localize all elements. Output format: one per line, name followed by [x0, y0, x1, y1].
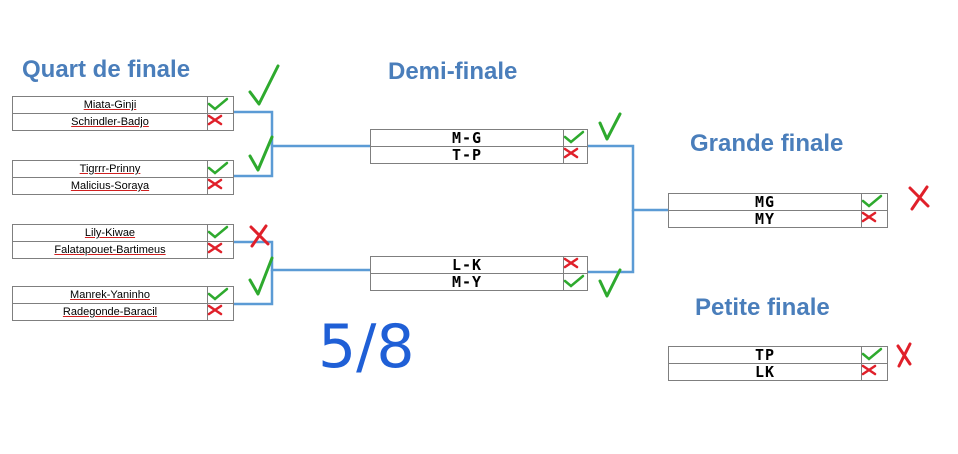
cross-icon — [563, 257, 589, 273]
grand-final-match: MG MY — [668, 193, 888, 228]
team-name: TP — [754, 346, 776, 364]
cross-icon — [861, 364, 887, 380]
team-row: Manrek-Yaninho — [12, 286, 234, 303]
team-row: L-K — [370, 256, 589, 274]
team-name: Falatapouet-Bartimeus — [54, 244, 166, 256]
check-icon — [861, 347, 887, 363]
team-name: LK — [754, 363, 776, 381]
team-row: TP — [668, 346, 888, 364]
handwritten-cross-icon — [896, 342, 912, 368]
team-row: LK — [668, 363, 888, 381]
team-name: MG — [754, 193, 776, 211]
check-icon — [563, 274, 589, 290]
team-name: Manrek-Yaninho — [70, 289, 150, 301]
cross-icon — [207, 114, 233, 130]
team-name: Miata-Ginji — [83, 99, 137, 111]
cross-icon — [563, 147, 589, 163]
handwritten-check-icon — [248, 256, 274, 296]
handwritten-check-icon — [248, 135, 274, 172]
team-row: Miata-Ginji — [12, 96, 234, 113]
handwritten-check-icon — [598, 112, 622, 141]
small-final-match: TP LK — [668, 346, 888, 381]
team-name: M-G — [451, 129, 483, 147]
team-row: MG — [668, 193, 888, 211]
semi-final-title: Demi-finale — [388, 58, 518, 85]
cross-icon — [861, 211, 887, 227]
cross-icon — [207, 178, 233, 194]
check-icon — [207, 287, 233, 303]
grand-final-title: Grande finale — [690, 130, 844, 157]
team-name: Malicius-Soraya — [70, 180, 150, 192]
quarter-final-match-1: Miata-Ginji Schindler-Badjo — [12, 96, 234, 131]
quarter-final-match-3: Lily-Kiwae Falatapouet-Bartimeus — [12, 224, 234, 259]
team-row: Schindler-Badjo — [12, 113, 234, 131]
quarter-final-match-2: Tigrrr-Prinny Malicius-Soraya — [12, 160, 234, 195]
handwritten-check-icon — [248, 64, 280, 106]
handwritten-cross-icon — [249, 224, 270, 248]
team-name: T-P — [451, 146, 483, 164]
check-icon — [207, 225, 233, 241]
cross-icon — [207, 304, 233, 320]
team-name: M-Y — [451, 273, 483, 291]
team-row: Tigrrr-Prinny — [12, 160, 234, 177]
quarter-final-match-4: Manrek-Yaninho Radegonde-Baracil — [12, 286, 234, 321]
handwritten-check-icon — [598, 268, 622, 298]
team-name: Schindler-Badjo — [71, 116, 149, 128]
check-icon — [207, 97, 233, 113]
check-icon — [207, 161, 233, 177]
handwritten-cross-icon — [908, 185, 930, 211]
team-name: MY — [754, 210, 776, 228]
small-final-title: Petite finale — [695, 294, 830, 321]
semi-final-match-2: L-K M-Y — [370, 256, 588, 291]
team-row: MY — [668, 210, 888, 228]
team-name: L-K — [451, 256, 483, 274]
check-icon — [861, 194, 887, 210]
check-icon — [563, 130, 589, 146]
score-text: 5/8 — [318, 312, 415, 382]
team-name: Radegonde-Baracil — [62, 306, 158, 318]
team-name: Lily-Kiwae — [84, 227, 136, 239]
team-row: Falatapouet-Bartimeus — [12, 241, 234, 259]
team-row: T-P — [370, 146, 588, 164]
team-row: Lily-Kiwae — [12, 224, 234, 241]
semi-final-match-1: M-G T-P — [370, 129, 588, 164]
team-row: Malicius-Soraya — [12, 177, 234, 195]
team-row: M-Y — [370, 273, 588, 291]
quarter-final-title: Quart de finale — [22, 56, 191, 83]
team-row: M-G — [370, 129, 589, 147]
team-row: Radegonde-Baracil — [12, 303, 234, 321]
cross-icon — [207, 242, 233, 258]
team-name: Tigrrr-Prinny — [79, 163, 141, 175]
